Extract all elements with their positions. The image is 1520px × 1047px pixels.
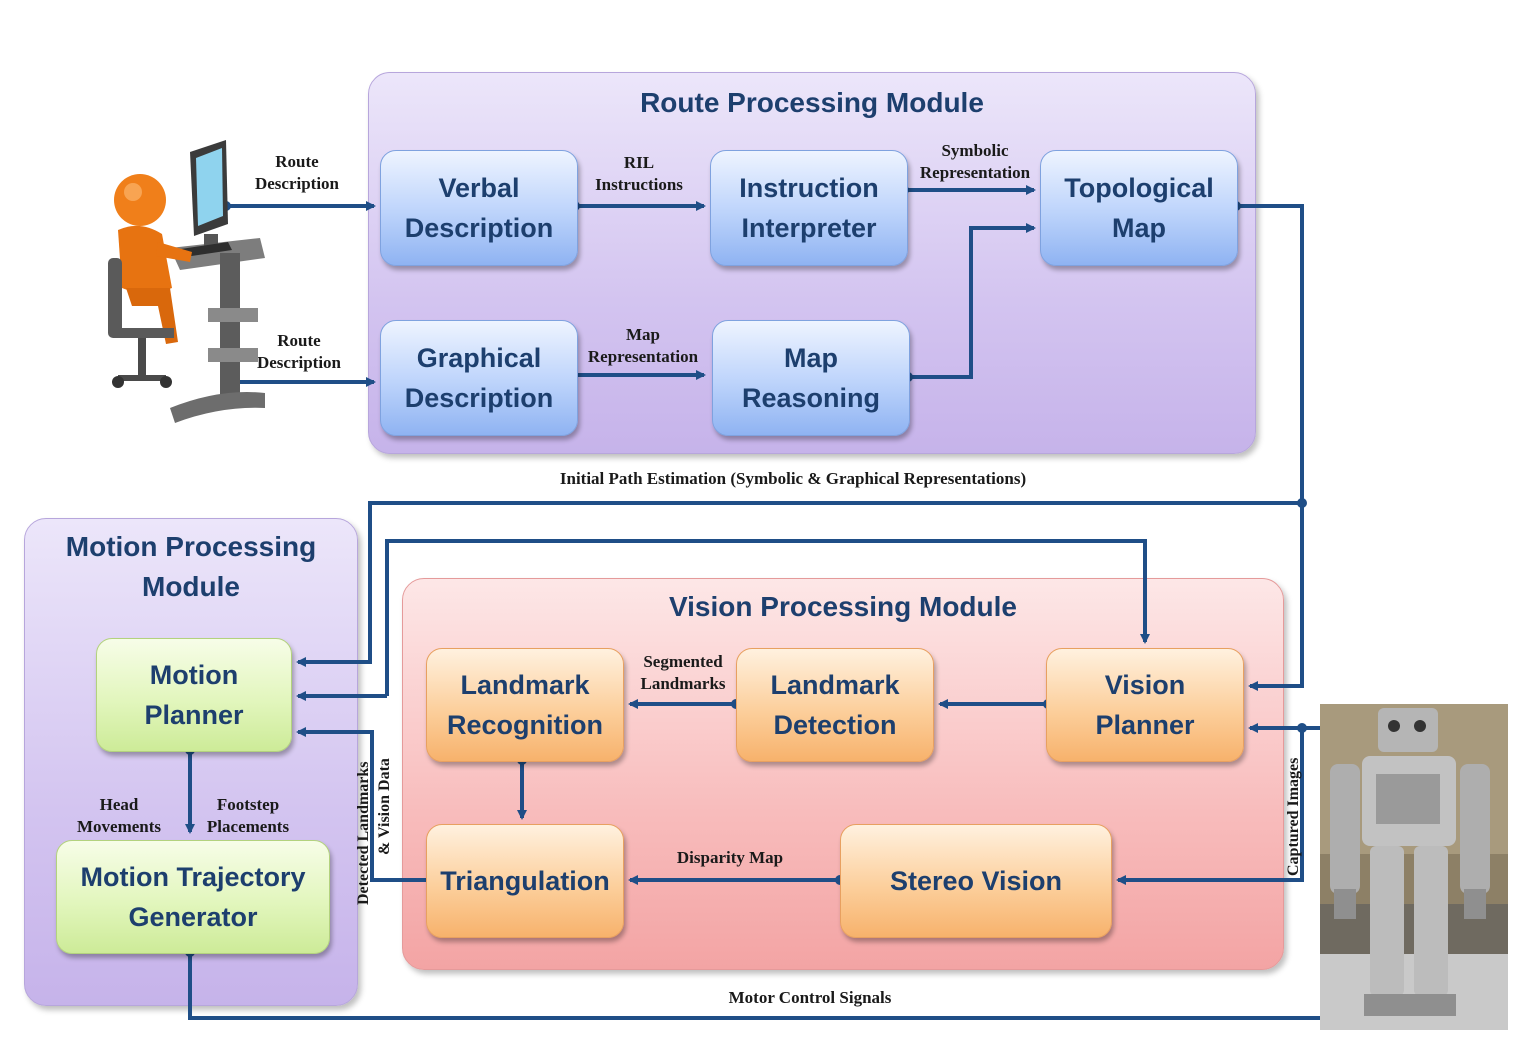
route-module-title: Route Processing Module <box>640 87 984 118</box>
instruction-interpreter-box: Instruction Interpreter <box>710 150 908 266</box>
wire-mapreasoning-topological <box>908 223 1036 379</box>
footstep-placements-label: Footstep Placements <box>206 795 290 836</box>
captured-images-label: Captured Images <box>1285 757 1302 876</box>
motion-planner-box: Motion Planner <box>96 638 292 752</box>
vision-data-label: & Vision Data <box>376 758 393 855</box>
disparity-map-label: Disparity Map <box>676 848 784 867</box>
landmark-detection-box: Landmark Detection <box>736 648 934 762</box>
wire-initialpath-motionplanner <box>296 501 1302 667</box>
motion-trajectory-generator-box: Motion Trajectory Generator <box>56 840 330 954</box>
detected-landmarks-label: Detected Landmarks <box>355 761 372 905</box>
user-at-computer-icon <box>108 140 265 423</box>
wire-triangulation-motionplanner <box>296 727 432 882</box>
verbal-description-box: Verbal Description <box>380 150 578 266</box>
map-reasoning-box: Map Reasoning <box>712 320 910 436</box>
vision-module-title: Vision Processing Module <box>668 591 1017 622</box>
motor-control-signals-label: Motor Control Signals <box>728 988 892 1007</box>
vision-planner-box: Vision Planner <box>1046 648 1244 762</box>
wire-trajectory-robot <box>188 952 1364 1023</box>
wire-captured-stereo <box>1116 728 1304 885</box>
motion-module-title: Motion Processing Module <box>65 531 317 602</box>
wire-topological-visionplanner <box>1236 204 1304 691</box>
topological-map-box: Topological Map <box>1040 150 1238 266</box>
triangulation-box: Triangulation <box>426 824 624 938</box>
humanoid-robot-photo <box>1320 704 1508 1030</box>
route-description-label-1: Route Description <box>254 152 340 193</box>
graphical-description-box: Graphical Description <box>380 320 578 436</box>
landmark-recognition-box: Landmark Recognition <box>426 648 624 762</box>
initial-path-estimation-label: Initial Path Estimation (Symbolic & Grap… <box>559 469 1027 488</box>
stereo-vision-box: Stereo Vision <box>840 824 1112 938</box>
head-movements-label: Head Movements <box>76 795 162 836</box>
route-description-label-2: Route Description <box>256 331 342 372</box>
map-representation-label: Map Representation <box>587 325 699 366</box>
segmented-landmarks-label: Segmented Landmarks <box>640 652 726 693</box>
wire-visionplanner-motionplanner <box>385 539 1150 696</box>
symbolic-representation-label: Symbolic Representation <box>919 141 1031 182</box>
ril-instructions-label: RIL Instructions <box>595 153 683 194</box>
